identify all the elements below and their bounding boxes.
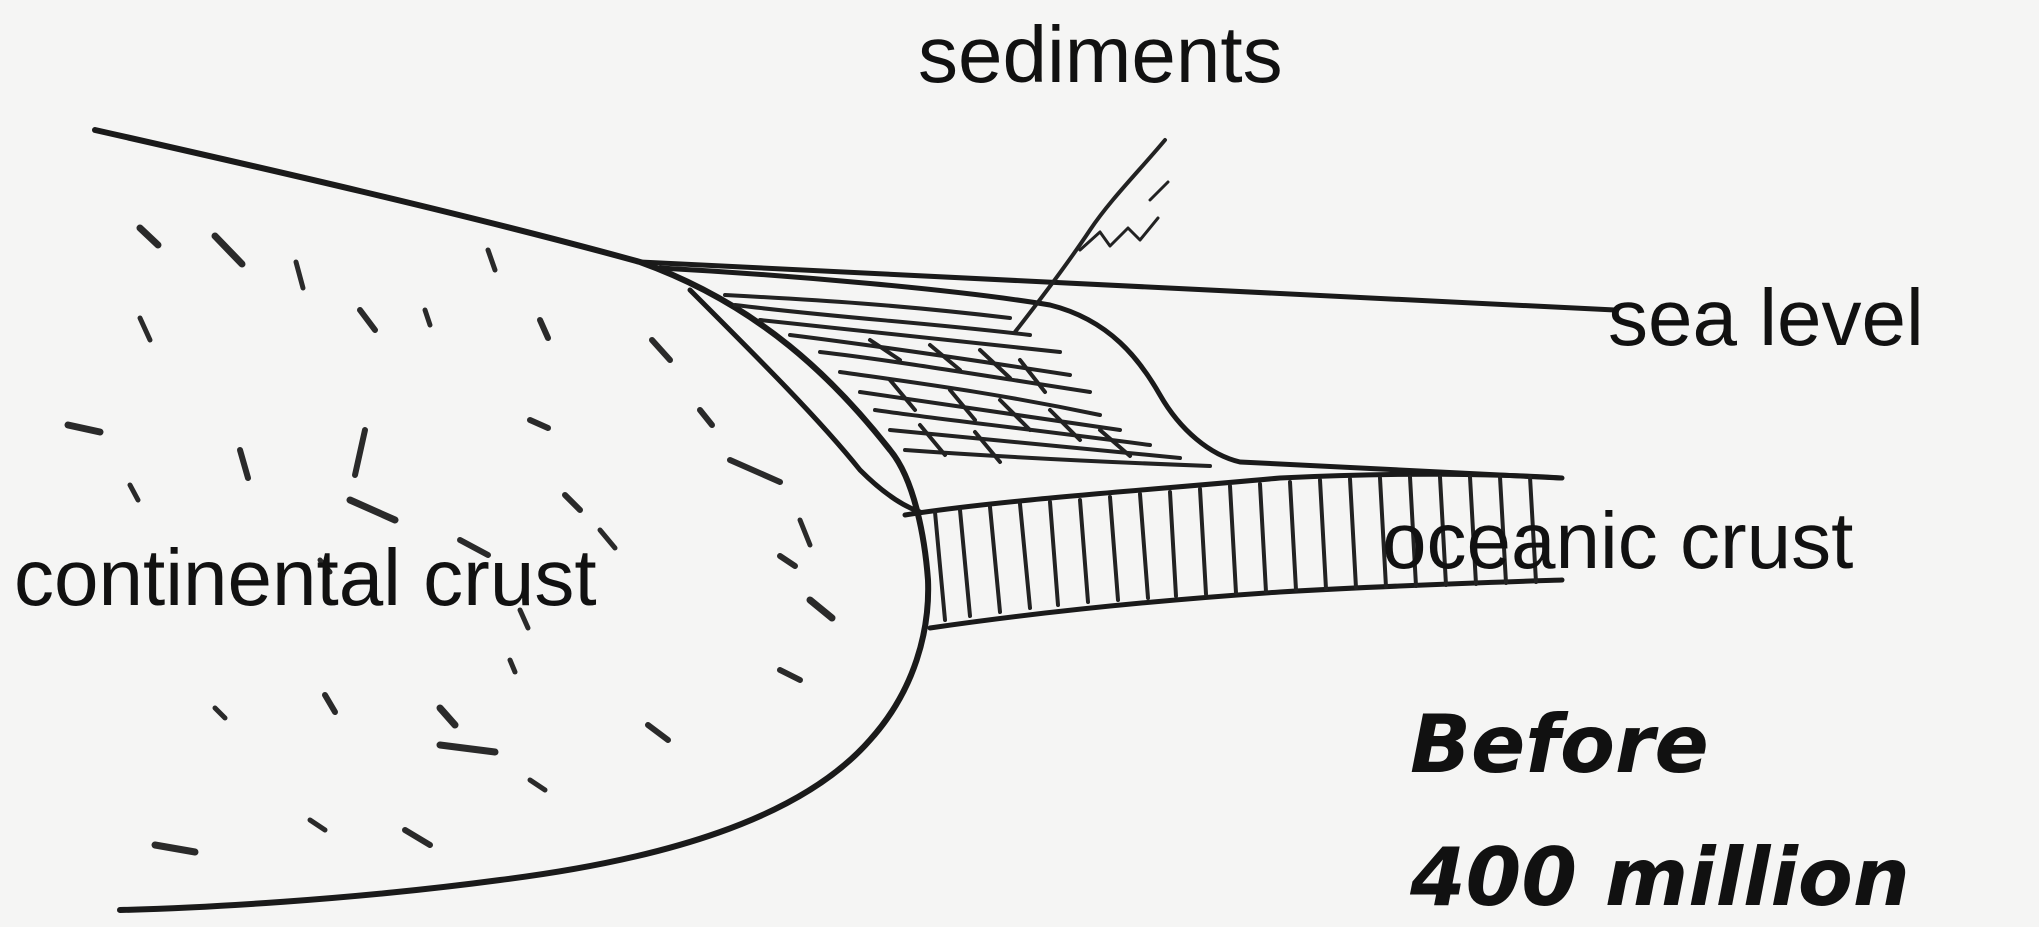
time-label-line1: Before (1410, 698, 1709, 791)
sediments-label: sediments (918, 10, 1283, 99)
oceanic-crust-label: oceanic crust (1382, 496, 1853, 585)
continental-crust-label: continental crust (14, 533, 597, 622)
time-label-line2: 400 million (1409, 831, 1910, 924)
sea-level-label: sea level (1608, 273, 1924, 362)
